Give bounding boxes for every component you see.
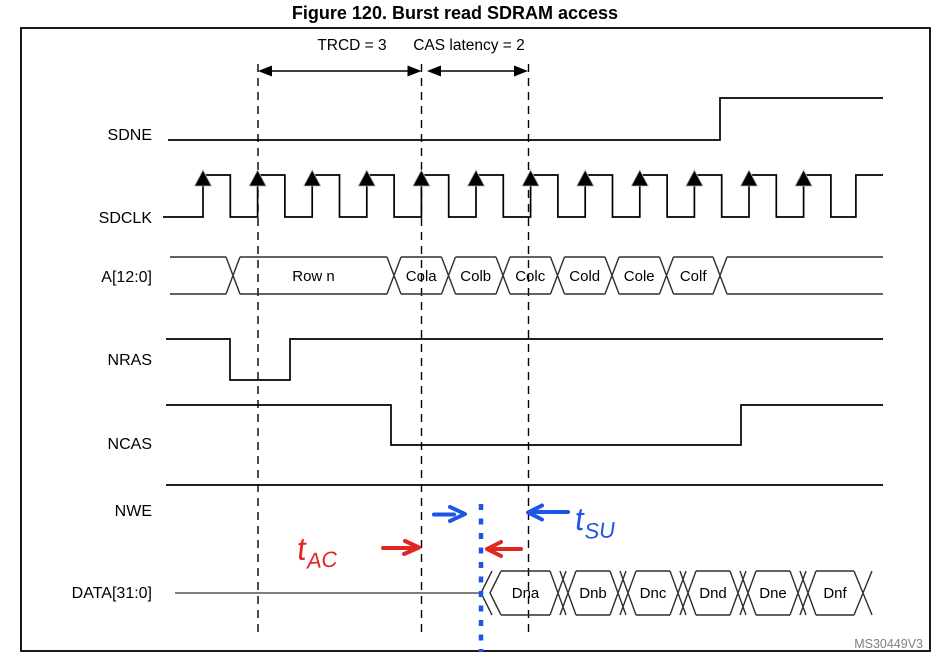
red-arrow-left-head (485, 540, 503, 558)
tac-subscript: AC (304, 546, 338, 573)
address-bus-outline (170, 256, 883, 295)
figure-title: Figure 120. Burst read SDRAM access (292, 3, 618, 23)
address-value-colc: Colc (515, 268, 546, 285)
signal-label-address: A[12:0] (101, 269, 152, 286)
blue-arrow-left-head (526, 503, 544, 522)
waveform-ncas (166, 404, 883, 446)
figure-frame (20, 27, 931, 652)
signal-label-sdne: SDNE (108, 127, 152, 144)
data-value-dnc: Dnc (640, 585, 667, 602)
signal-label-ncas: NCAS (108, 436, 152, 453)
tsu-subscript: SU (584, 517, 616, 544)
waveform-nras (166, 338, 883, 381)
reference-code: MS30449V3 (854, 637, 923, 651)
data-value-dne: Dne (759, 585, 787, 602)
data-value-dnd: Dnd (699, 585, 727, 602)
red-arrow-right-head (402, 539, 421, 556)
address-value-cold: Cold (569, 268, 600, 285)
data-value-dnf: Dnf (823, 585, 847, 602)
data-bus-outline (480, 570, 873, 616)
tsu-base: t (574, 501, 586, 537)
data-value-dnb: Dnb (579, 585, 607, 602)
cas-latency-arrow (427, 65, 528, 77)
tac-arrows (381, 539, 523, 558)
signal-label-sdclk: SDCLK (99, 210, 153, 227)
address-value-colb: Colb (460, 268, 491, 285)
blue-arrow-right-head (448, 505, 467, 523)
address-value-cola: Cola (406, 268, 438, 285)
signal-label-data: DATA[31:0] (72, 585, 152, 602)
waveform-sdclk (163, 174, 883, 218)
trcd-arrow (258, 65, 422, 77)
tsu-label: tSU (574, 499, 616, 544)
cas-latency-label: CAS latency = 2 (413, 37, 525, 54)
tsu-arrows (432, 503, 570, 523)
data-value-dna: Dna (512, 585, 540, 602)
address-value-cole: Cole (624, 268, 655, 285)
signal-label-nwe: NWE (115, 503, 152, 520)
waveform-sdne (168, 97, 883, 141)
tac-base: t (296, 531, 308, 568)
trcd-label: TRCD = 3 (317, 37, 386, 54)
tac-label: tAC (296, 528, 338, 574)
clock-edge-arrows (193, 169, 813, 187)
address-value-colf: Colf (680, 268, 708, 285)
address-value-row: Row n (292, 268, 335, 285)
signal-label-nras: NRAS (108, 352, 152, 369)
